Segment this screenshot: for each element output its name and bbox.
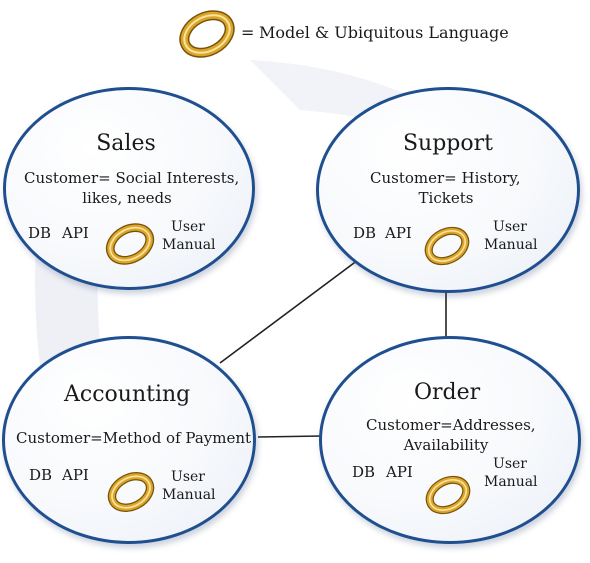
api-label: API: [62, 466, 89, 484]
context-description: Customer=Addresses,: [366, 416, 536, 434]
gold-ring-icon: [424, 226, 470, 266]
api-label: API: [385, 224, 412, 242]
context-title: Support: [402, 131, 493, 156]
user-manual-label: Manual: [162, 487, 216, 503]
context-title: Sales: [96, 131, 156, 156]
user-manual-label: Manual: [162, 237, 216, 253]
db-label: DB: [352, 463, 376, 481]
api-label: API: [386, 463, 413, 481]
connector-accounting-order: [257, 435, 323, 438]
user-manual-label: Manual: [484, 237, 538, 253]
gold-ring-icon: [425, 475, 471, 515]
legend-equals: =: [241, 23, 255, 42]
context-description: Customer= History,: [370, 169, 521, 187]
context-title: Accounting: [64, 382, 191, 407]
context-description: Tickets: [418, 189, 474, 207]
context-description: Availability: [403, 436, 489, 454]
connector-accounting-support: [219, 259, 359, 364]
legend-label: Model & Ubiquitous Language: [259, 23, 509, 42]
user-manual-label: Manual: [484, 474, 538, 490]
gold-ring-icon: [179, 10, 235, 58]
user-manual-label: User: [493, 456, 527, 472]
gold-ring-icon: [105, 223, 155, 265]
user-manual-label: User: [171, 219, 205, 235]
gold-ring-icon: [107, 472, 155, 512]
context-description: Customer=Method of Payment: [16, 429, 252, 447]
api-label: API: [62, 224, 89, 242]
db-label: DB: [353, 224, 377, 242]
context-accounting: [2, 336, 256, 544]
db-label: DB: [28, 224, 52, 242]
user-manual-label: User: [171, 469, 205, 485]
context-title: Order: [414, 380, 481, 405]
context-description: likes, needs: [82, 189, 172, 207]
user-manual-label: User: [493, 219, 527, 235]
db-label: DB: [29, 466, 53, 484]
context-description: Customer= Social Interests,: [24, 169, 240, 187]
